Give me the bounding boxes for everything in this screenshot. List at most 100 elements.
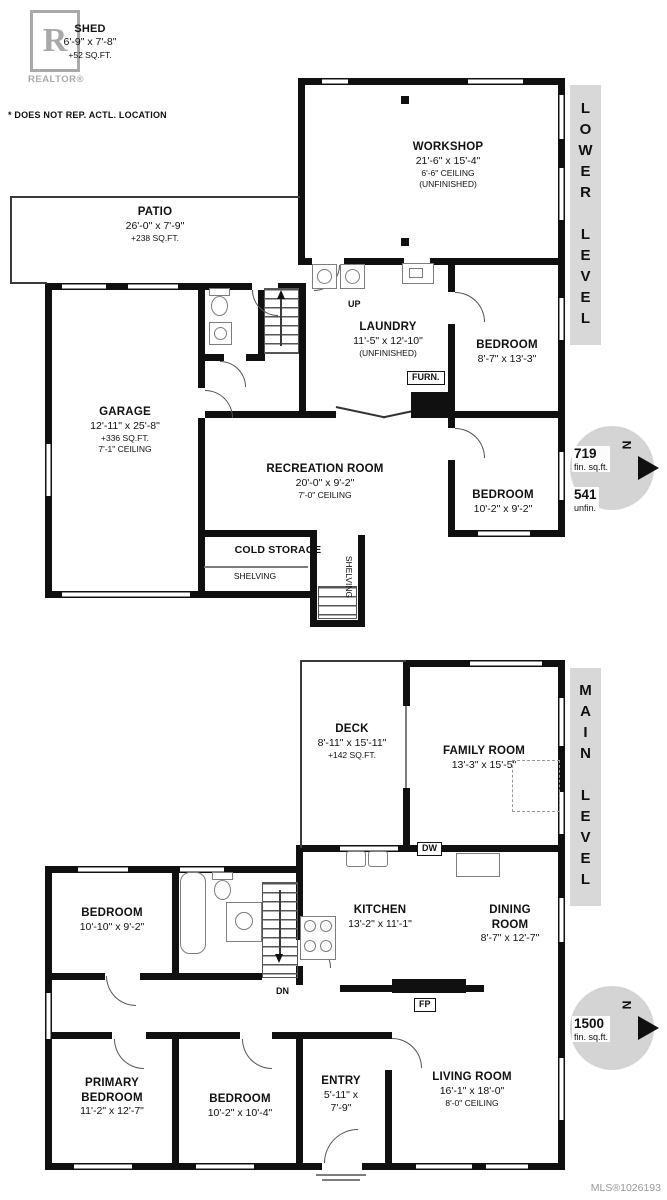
main-level-banner: MAIN LEVEL xyxy=(570,668,601,906)
room-label-patio: PATIO 26'-0" x 7'-9" +238 SQ.FT. xyxy=(85,205,225,244)
shelving-text: SHELVING xyxy=(233,571,277,581)
room-ceiling: 7'-0" CEILING xyxy=(298,490,352,501)
room-label-primary: PRIMARY BEDROOM 11'-2" x 12'-7" xyxy=(72,1076,152,1119)
room-area: +142 SQ.FT. xyxy=(328,750,376,761)
patio-outline xyxy=(10,282,47,284)
patio-outline xyxy=(10,196,300,198)
window xyxy=(340,846,398,851)
patio-slider xyxy=(405,706,407,788)
door-swing xyxy=(455,428,485,458)
stairs-arrow-line xyxy=(279,890,281,956)
room-label-living: LIVING ROOM 16'-1" x 18'-0" 8'-0" CEILIN… xyxy=(407,1070,537,1109)
window xyxy=(416,1164,472,1169)
window xyxy=(322,79,348,84)
wall-stairwell-left xyxy=(310,535,317,627)
main-compass-north: N xyxy=(619,1000,634,1010)
deck-outline xyxy=(300,660,302,848)
window xyxy=(559,298,564,340)
window xyxy=(468,79,523,84)
room-name: COLD STORAGE xyxy=(234,544,322,556)
wall-entry-living xyxy=(385,1070,392,1170)
room-label-bedroom-mid: BEDROOM 10'-2" x 10'-4" xyxy=(185,1092,295,1120)
room-name: PATIO xyxy=(137,206,173,218)
room-note: (UNFINISHED) xyxy=(419,179,477,190)
room-dims: 8'-7" x 12'-7" xyxy=(480,932,540,945)
fireplace-label: FP xyxy=(414,998,436,1012)
room-dims: 13'-3" x 15'-5" xyxy=(451,758,517,771)
room-note: (UNFINISHED) xyxy=(359,348,417,359)
window xyxy=(486,1164,528,1169)
wall-lowerband-b xyxy=(146,1032,240,1039)
fireplace-block xyxy=(392,979,466,993)
wall-bedroom-entry xyxy=(296,1032,303,1170)
wall-bath-right xyxy=(258,283,265,361)
room-label-family: FAMILY ROOM 13'-3" x 15'-5" xyxy=(419,744,549,772)
door-leaf xyxy=(335,406,386,419)
wall-main-bottom xyxy=(45,1163,565,1170)
kitchen-sink-icon xyxy=(368,851,388,867)
stairs-lower xyxy=(318,586,357,619)
window xyxy=(559,168,564,220)
wall-workshop-bottom xyxy=(298,258,565,265)
window xyxy=(559,95,564,139)
shed-label: SHED 6'-9" x 7'-8" +52 SQ.FT. xyxy=(30,22,150,60)
room-dims: 11'-5" x 12'-10" xyxy=(353,334,423,347)
wall-hall-a xyxy=(45,973,105,980)
stairs-up-arrow-icon xyxy=(277,290,285,299)
garage-door xyxy=(62,592,190,597)
room-name: DECK xyxy=(335,723,369,735)
wall-bath-bottom-b xyxy=(246,354,265,361)
skylight-dashed-box xyxy=(512,760,560,812)
wall-kitchen-left-a xyxy=(296,873,303,940)
door-swing xyxy=(220,361,246,387)
vanity-sink-icon xyxy=(235,912,253,930)
dishwasher-label: DW xyxy=(417,842,442,856)
window xyxy=(470,661,542,666)
room-label-laundry: LAUNDRY 11'-5" x 12'-10" (UNFINISHED) xyxy=(328,320,448,359)
realtor-logo-letter: R xyxy=(42,22,68,59)
lower-fin-label: fin. sq.ft. xyxy=(574,461,609,472)
room-dims: 10'-2" x 9'-2" xyxy=(473,502,533,515)
entry-step-line xyxy=(322,1179,360,1181)
main-level-banner-text: MAIN LEVEL xyxy=(577,682,594,892)
wall-jog xyxy=(296,845,303,873)
main-fin-value: 1500 xyxy=(574,1016,605,1031)
post xyxy=(401,238,409,246)
wall-garage-left xyxy=(45,283,52,598)
mls-number: MLS®1026193 xyxy=(590,1182,661,1194)
room-dims: 16'-1" x 18'-0" xyxy=(439,1084,505,1097)
room-name: BEDROOM xyxy=(81,907,143,919)
furnace-label: FURN. xyxy=(407,371,445,385)
wall-bedroom2-left-a xyxy=(448,418,455,428)
lower-compass-north: N xyxy=(619,440,634,450)
wall-lowerband-c xyxy=(272,1032,392,1039)
room-name: KITCHEN xyxy=(353,904,407,916)
window xyxy=(559,452,564,500)
room-label-bedroom-upper-right: BEDROOM 8'-7" x 13'-3" xyxy=(452,338,562,366)
wall-garage-right xyxy=(198,283,205,598)
room-label-deck: DECK 8'-11" x 15'-11" +142 SQ.FT. xyxy=(292,722,412,761)
window xyxy=(78,867,128,872)
window xyxy=(46,444,51,496)
disclaimer-note: * DOES NOT REP. ACTL. LOCATION xyxy=(8,110,167,120)
wall-stairwell-right xyxy=(358,535,365,627)
lower-level-banner: LOWER LEVEL xyxy=(570,85,601,345)
toilet-tank-icon xyxy=(212,872,233,880)
room-ceiling: 8'-0" CEILING xyxy=(445,1098,499,1109)
wall-bedroom1-left-b xyxy=(448,324,455,418)
window xyxy=(74,1164,132,1169)
wall-lowerband-a xyxy=(45,1032,112,1039)
room-label-kitchen: KITCHEN 13'-2" x 11'-1" xyxy=(325,903,435,931)
room-name: PRIMARY BEDROOM xyxy=(81,1077,143,1104)
door-gap xyxy=(404,258,430,265)
door-gap xyxy=(198,388,205,418)
room-name: WORKSHOP xyxy=(412,141,484,153)
stairs-arrow-line xyxy=(280,298,282,346)
furnace-block xyxy=(411,392,455,418)
door-swing xyxy=(242,1039,272,1069)
lower-fin-value: 719 xyxy=(574,446,597,461)
deck-outline xyxy=(300,660,406,662)
lower-level-banner-text: LOWER LEVEL xyxy=(577,99,594,331)
main-fin-label: fin. sq.ft. xyxy=(574,1031,609,1042)
room-dims: 5'-11" x 7'-9" xyxy=(323,1088,359,1115)
